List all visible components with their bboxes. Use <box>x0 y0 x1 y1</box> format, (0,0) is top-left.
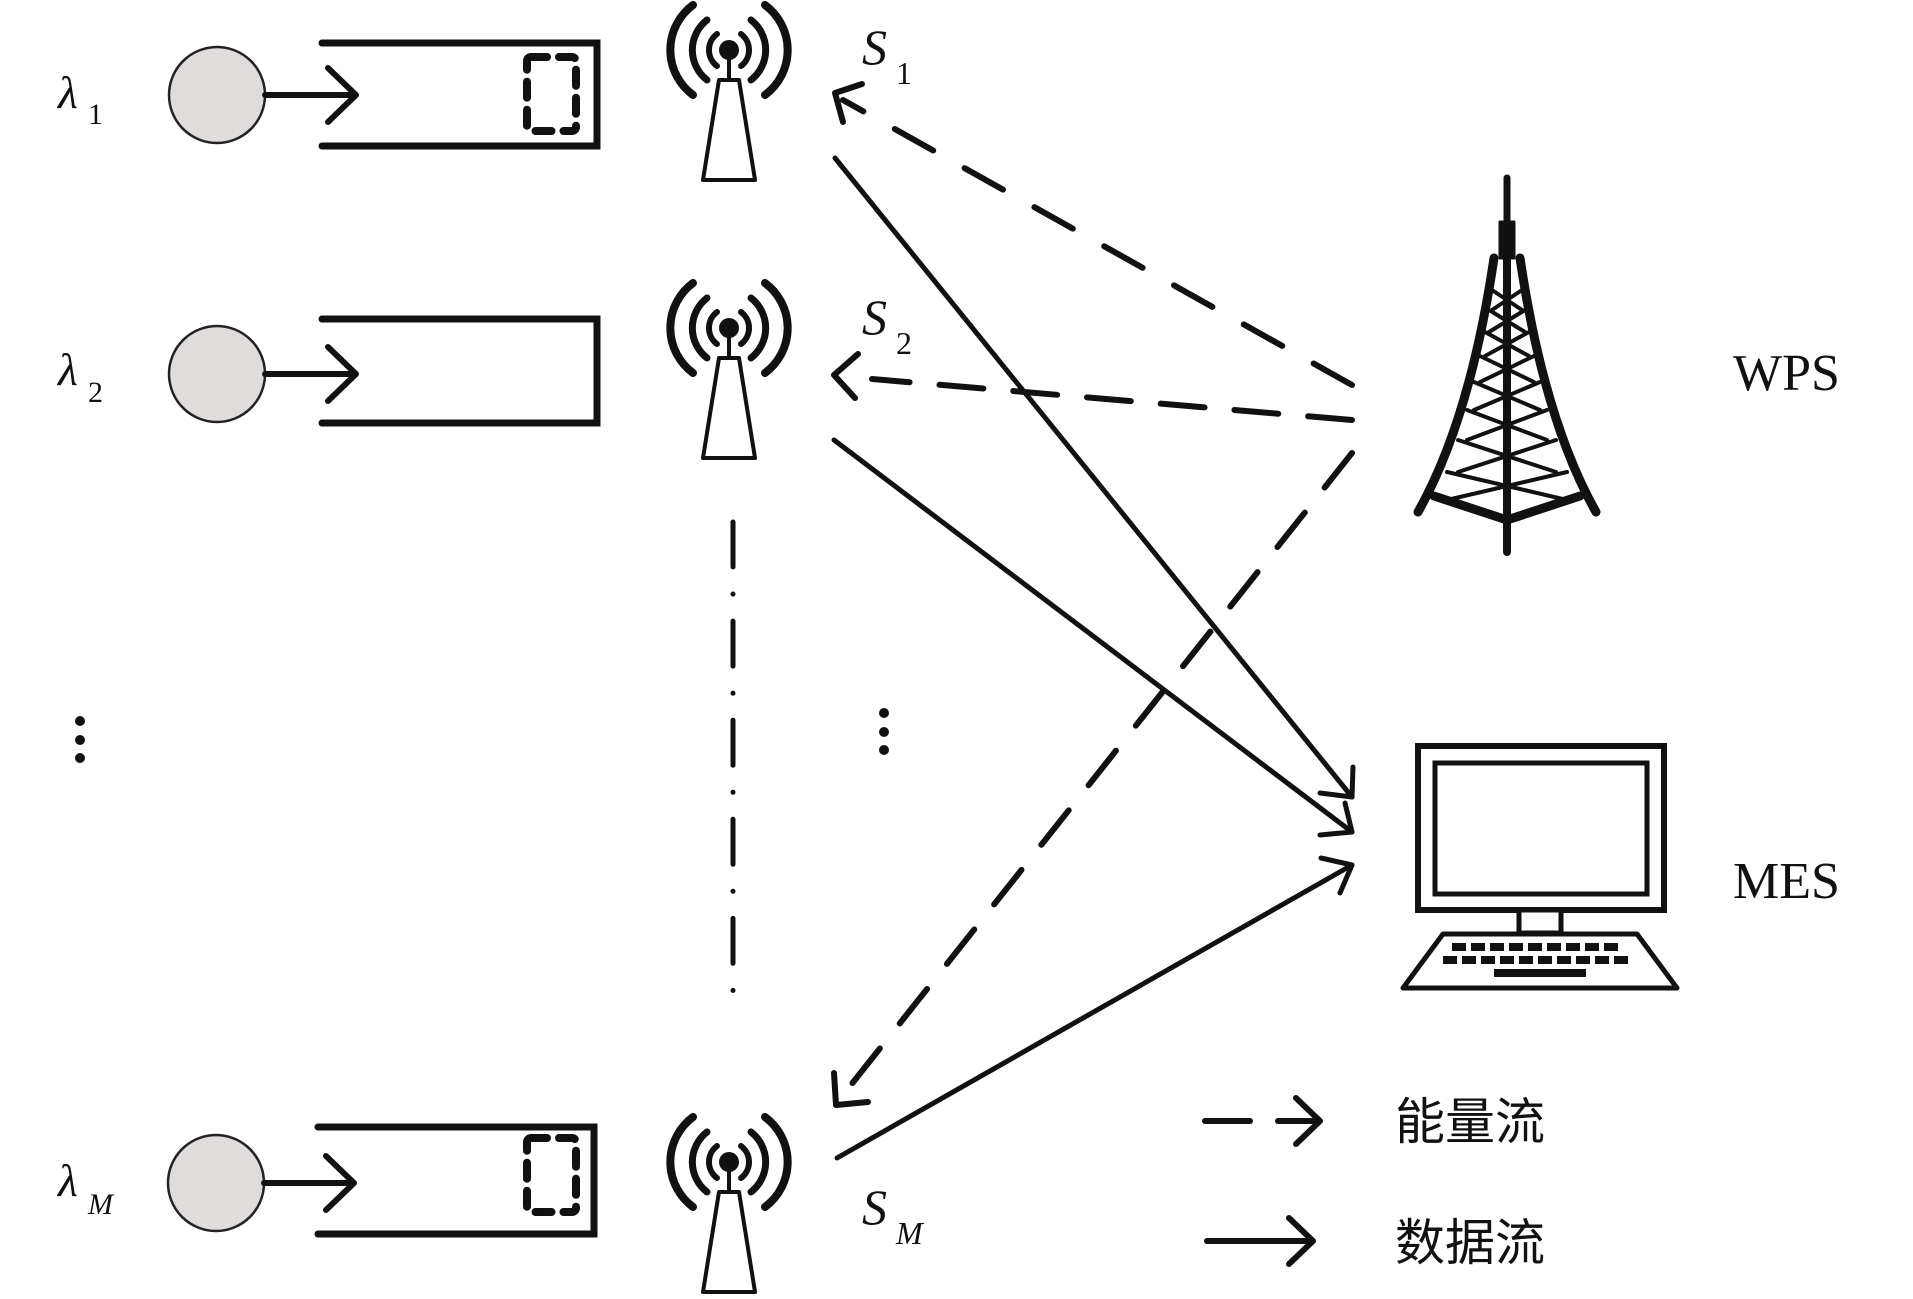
sensor-label-s1: S 1 <box>862 19 912 91</box>
svg-text:λ: λ <box>56 67 78 118</box>
svg-text:2: 2 <box>88 376 103 409</box>
source-node <box>167 45 267 145</box>
mes-computer-icon <box>1400 743 1680 991</box>
svg-text:M: M <box>895 1215 925 1251</box>
queue-buffer <box>314 1123 598 1238</box>
svg-text:2: 2 <box>896 325 912 361</box>
sensor-antenna-icon <box>670 1117 787 1292</box>
queue-buffer <box>318 315 601 427</box>
energy-flow-wps-s2 <box>831 351 1355 423</box>
sensor-label-sm: S M <box>862 1179 925 1251</box>
wps-tower-icon <box>1413 174 1601 556</box>
arrival-rate-label: λ 1 <box>56 67 103 131</box>
svg-text:λ: λ <box>56 344 78 395</box>
packet-icon <box>527 1138 576 1212</box>
arrival-arrow <box>262 65 359 125</box>
data-flow-sm-mes <box>834 855 1355 1161</box>
sensor-antenna-icon <box>670 283 787 458</box>
arrival-arrow <box>262 344 359 404</box>
svg-text:S: S <box>862 1179 887 1235</box>
svg-text:λ: λ <box>56 1155 78 1206</box>
source-row-1: λ 1 <box>56 39 601 150</box>
legend-energy-flow: 能量流 <box>1202 1093 1545 1151</box>
energy-flow-wps-s1 <box>832 81 1355 388</box>
mes-label: MES <box>1733 853 1840 910</box>
svg-text:S: S <box>862 289 887 345</box>
source-node <box>167 324 267 424</box>
sensors-ellipsis <box>879 708 889 755</box>
rows-ellipsis <box>75 716 85 763</box>
queue-buffer <box>318 39 601 150</box>
legend-data-label: 数据流 <box>1395 1214 1545 1272</box>
legend-data-flow: 数据流 <box>1204 1214 1545 1272</box>
svg-text:1: 1 <box>896 55 912 91</box>
arrival-rate-label: λ 2 <box>56 344 103 409</box>
arrival-rate-label: λ M <box>56 1155 115 1221</box>
data-flow-s2-mes <box>831 437 1355 838</box>
source-row-2: λ 2 <box>56 315 601 427</box>
arrival-arrow <box>261 1153 357 1213</box>
data-flow-s1-mes <box>832 155 1356 800</box>
svg-text:1: 1 <box>88 98 103 131</box>
sensor-antenna-icon <box>670 5 787 180</box>
svg-text:M: M <box>87 1188 115 1221</box>
legend: 能量流 数据流 <box>1202 1093 1545 1272</box>
svg-text:S: S <box>862 19 887 75</box>
legend-energy-label: 能量流 <box>1395 1093 1545 1151</box>
source-row-m: λ M <box>56 1123 598 1238</box>
source-node <box>166 1133 266 1233</box>
energy-flow-wps-sm <box>831 450 1355 1108</box>
packet-icon <box>527 57 576 131</box>
wps-label: WPS <box>1733 345 1840 402</box>
sensor-label-s2: S 2 <box>862 289 912 361</box>
